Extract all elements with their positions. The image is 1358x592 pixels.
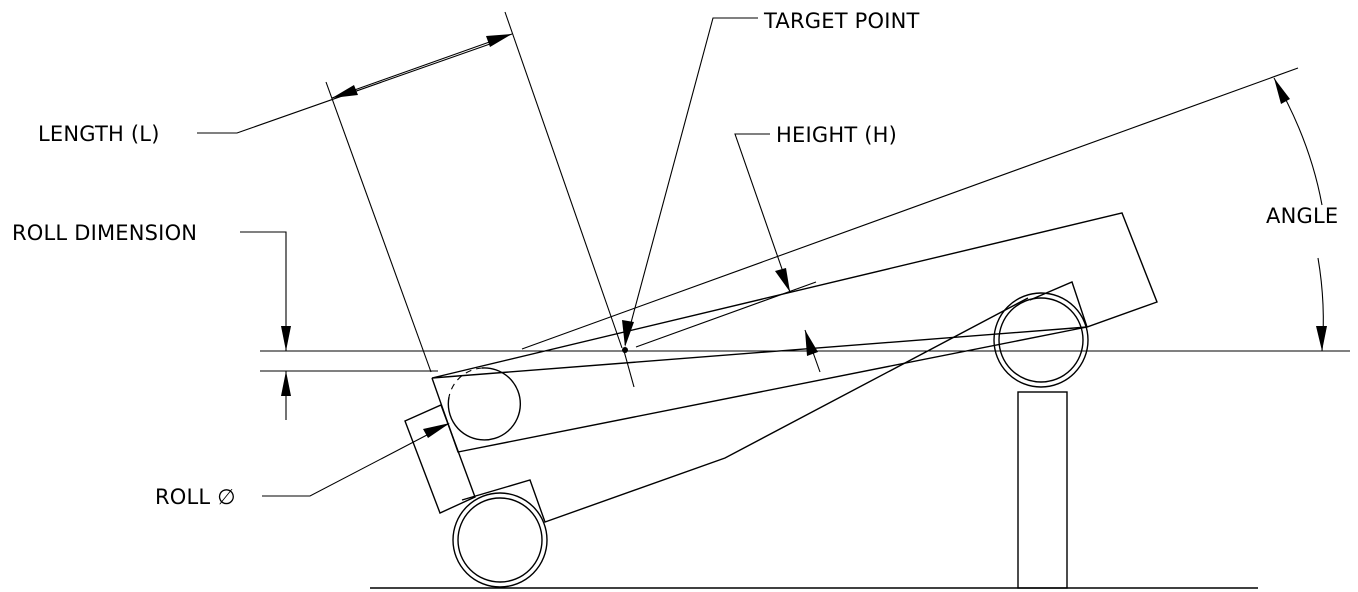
top-roller [993,292,1089,388]
length-label: LENGTH (L) [38,122,160,146]
roll-diameter-leader [262,423,450,497]
target-point-marker [622,347,628,353]
top-roller-bracket [1029,281,1088,328]
roll-dimension-label: ROLL DIMENSION [12,221,197,245]
angle-dimension [1273,77,1327,352]
roll-circle-hidden [448,367,483,398]
height-label: HEIGHT (H) [776,123,897,147]
angle-label: ANGLE [1266,204,1338,228]
target-point-label: TARGET POINT [763,9,920,33]
conveyor-frame-top [431,212,1158,379]
height-dimension [635,133,821,373]
length-dimension [197,11,623,373]
end-bracket [404,404,476,514]
lower-frame [461,297,1029,523]
target-point-leader [622,17,758,347]
roll-diameter-label: ROLL ∅ [155,485,236,509]
target-point-line [623,350,635,388]
support-post [1017,391,1068,589]
bottom-roller [452,492,548,588]
angle-reference-line [521,67,1299,350]
roll-dimension [240,231,291,420]
roll-circle [447,367,522,441]
